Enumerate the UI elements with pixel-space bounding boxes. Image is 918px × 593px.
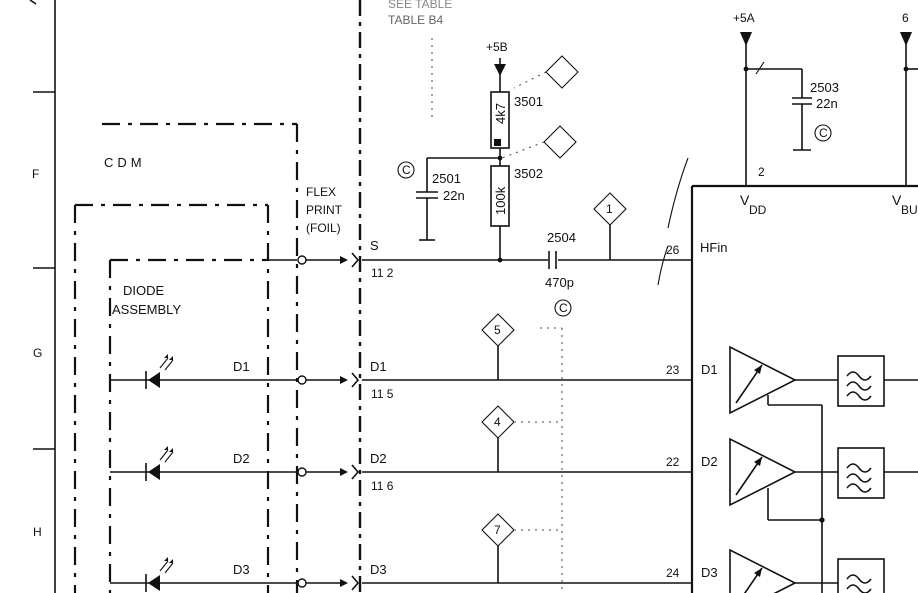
capacitor-2501-ref: 2501 bbox=[432, 171, 461, 186]
supply-5b-label: +5B bbox=[486, 40, 508, 54]
diode-d1-label: D1 bbox=[233, 359, 250, 374]
ic-vdd-sub: DD bbox=[749, 203, 767, 217]
supply-5b-arrow-icon bbox=[494, 58, 506, 92]
filter-d3-icon bbox=[837, 558, 885, 593]
testpoint-d2-label: 4 bbox=[494, 415, 501, 429]
photodiode-d2-icon bbox=[145, 446, 174, 481]
testpoint-hfin-label: 1 bbox=[606, 202, 613, 216]
diode-assembly-label-1: DIODE bbox=[123, 283, 165, 298]
filter-d2-icon bbox=[837, 447, 918, 499]
flex-print-label-2: PRINT bbox=[306, 203, 343, 217]
diode-d3-label: D3 bbox=[233, 562, 250, 577]
row-letter-f: F bbox=[32, 167, 39, 181]
resistor-3502-value: 100k bbox=[493, 186, 508, 215]
signal-d2-pin: 11 6 bbox=[371, 479, 394, 493]
testpoint-d1-icon bbox=[481, 313, 515, 380]
copyright-mark-icon-3 bbox=[814, 124, 832, 142]
resistor-3501-ref: 3501 bbox=[514, 94, 543, 109]
amplifier-d2-icon bbox=[729, 437, 838, 523]
amplifier-d3-icon bbox=[729, 520, 838, 593]
mark-c-3: C bbox=[819, 126, 828, 140]
testpoint-2-icon bbox=[501, 125, 577, 159]
capacitor-2501 bbox=[416, 158, 438, 241]
signal-d2-label: D2 bbox=[370, 451, 387, 466]
testpoint-d3-label: 7 bbox=[494, 523, 501, 537]
cdm-block-outline bbox=[73, 122, 299, 593]
capacitor-2503-ref: 2503 bbox=[810, 80, 839, 95]
cdm-label: CDM bbox=[104, 155, 146, 170]
ic-vdd-label: V bbox=[740, 192, 750, 208]
ic-d3-label: D3 bbox=[701, 565, 718, 580]
ic-vbu-sub: BU bbox=[901, 203, 918, 217]
capacitor-2503 bbox=[792, 69, 812, 151]
copyright-mark-icon bbox=[397, 161, 415, 179]
signal-d1-label: D1 bbox=[370, 359, 387, 374]
testpoint-1-icon bbox=[513, 55, 579, 89]
ic-pin-26: 26 bbox=[666, 243, 680, 257]
diode-d2-label: D2 bbox=[233, 451, 250, 466]
signal-s-label: S bbox=[370, 238, 379, 253]
ic-pin-24: 24 bbox=[666, 566, 680, 580]
capacitor-2504-ref: 2504 bbox=[547, 230, 576, 245]
supply-5a-arrow-icon bbox=[740, 32, 752, 186]
ic-d1-label: D1 bbox=[701, 362, 718, 377]
testpoint-d2-icon bbox=[481, 405, 515, 472]
ic-d2-label: D2 bbox=[701, 454, 718, 469]
diode-assembly-label-2: ASSEMBLY bbox=[112, 302, 181, 317]
ic-pin-23: 23 bbox=[666, 363, 680, 377]
flex-print-label-1: FLEX bbox=[306, 185, 336, 199]
ref-note-line1: SEE TABLE bbox=[388, 0, 452, 11]
mark-c-1: C bbox=[402, 163, 411, 177]
signal-d1-pin: 11 5 bbox=[371, 387, 394, 401]
capacitor-2503-value: 22n bbox=[816, 96, 838, 111]
capacitor-2504 bbox=[548, 251, 557, 269]
ref-note-line2: TABLE B4 bbox=[388, 13, 443, 27]
testpoint-d1-label: 5 bbox=[494, 323, 501, 337]
signal-s-pin: 11 2 bbox=[371, 266, 394, 280]
signal-d2-line bbox=[110, 464, 692, 480]
capacitor-2504-value: 470p bbox=[545, 275, 574, 290]
ic-pin-22: 22 bbox=[666, 455, 680, 469]
sheet-border bbox=[29, 0, 56, 593]
row-letter-h: H bbox=[33, 525, 42, 539]
photodiode-d1-icon bbox=[145, 354, 174, 389]
signal-d1-line bbox=[110, 372, 692, 388]
resistor-3501-value: 4k7 bbox=[493, 103, 508, 124]
row-letter-g: G bbox=[33, 346, 42, 360]
mark-c-2: C bbox=[559, 301, 568, 315]
signal-s-line bbox=[268, 252, 692, 268]
supply-5a-label: +5A bbox=[733, 11, 755, 25]
capacitor-2501-value: 22n bbox=[443, 188, 465, 203]
copyright-mark-icon-2 bbox=[554, 299, 572, 317]
ic-pin-2: 2 bbox=[758, 165, 765, 179]
supply-6-label: 6 bbox=[902, 11, 909, 25]
amplifier-d1-icon bbox=[729, 345, 838, 520]
testpoint-hfin-icon bbox=[593, 192, 627, 260]
supply-6-arrow-icon bbox=[900, 32, 918, 186]
testpoint-d3-icon bbox=[481, 513, 515, 583]
signal-d3-line bbox=[110, 575, 692, 591]
resistor-3502-ref: 3502 bbox=[514, 166, 543, 181]
flex-print-label-3: (FOIL) bbox=[306, 221, 341, 235]
signal-d3-label: D3 bbox=[370, 562, 387, 577]
photodiode-d3-icon bbox=[145, 557, 174, 592]
resistor-3501 bbox=[490, 91, 510, 149]
ic-hfin-label: HFin bbox=[700, 240, 727, 255]
ic-outline bbox=[657, 157, 918, 593]
ic-vbu-label: V bbox=[892, 192, 902, 208]
filter-d1-icon bbox=[837, 355, 918, 407]
